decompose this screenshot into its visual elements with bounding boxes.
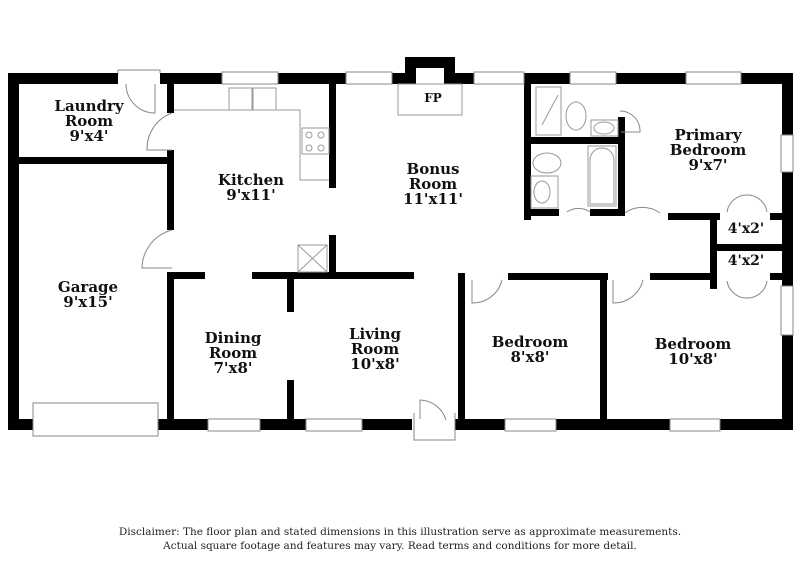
interior-walls	[8, 73, 793, 425]
room-label-kitchen: Kitchen 9'x11'	[218, 173, 284, 203]
room-label-primary-bedroom: Primary Bedroom 9'x7'	[670, 128, 747, 173]
room-name: Bedroom	[491, 333, 569, 351]
room-label-bonus: Bonus Room 11'x11'	[403, 162, 463, 207]
room-label-dining: Dining Room 7'x8'	[205, 331, 262, 376]
room-dimensions: 9'x7'	[688, 156, 728, 174]
room-name: Living	[348, 325, 402, 343]
room-name: Bedroom	[669, 141, 747, 159]
disclaimer-line-2: Actual square footage and features may v…	[163, 540, 637, 553]
room-name: Bonus	[406, 160, 460, 178]
closet-dimensions: 4'x2'	[727, 253, 765, 269]
fixtures	[174, 83, 619, 273]
room-label-living: Living Room 10'x8'	[349, 327, 401, 372]
room-name: Room	[350, 340, 400, 358]
doors	[117, 69, 768, 441]
room-dimensions: 7'x8'	[213, 359, 253, 377]
fireplace-label: FP	[424, 92, 442, 104]
room-dimensions: 10'x8'	[350, 355, 400, 373]
room-dimensions: 9'x4'	[69, 127, 109, 145]
room-dimensions: 11'x11'	[403, 190, 463, 208]
disclaimer-line-1: Disclaimer: The floor plan and stated di…	[118, 526, 682, 538]
exterior-walls	[8, 57, 793, 430]
windows	[32, 71, 794, 437]
room-dimensions: 8'x8'	[510, 348, 550, 366]
closet-label-1: 4'x2'	[728, 222, 764, 236]
room-dimensions: 9'x11'	[226, 186, 276, 204]
room-label-laundry: Laundry Room 9'x4'	[54, 99, 123, 144]
disclaimer: Disclaimer: The floor plan and stated di…	[0, 525, 800, 553]
closet-dimensions: 4'x2'	[727, 221, 765, 237]
room-dimensions: 9'x15'	[63, 293, 113, 311]
room-name: Laundry	[54, 97, 124, 115]
room-label-bedroom-3: Bedroom 10'x8'	[655, 337, 732, 367]
room-dimensions: 10'x8'	[668, 350, 718, 368]
room-name: Primary	[674, 126, 742, 144]
room-name: Bedroom	[654, 335, 732, 353]
room-label-bedroom-2: Bedroom 8'x8'	[492, 335, 569, 365]
room-name: Room	[208, 344, 258, 362]
fireplace-text: FP	[424, 91, 442, 105]
closet-label-2: 4'x2'	[728, 254, 764, 268]
room-name: Kitchen	[217, 171, 285, 189]
room-name: Room	[64, 112, 114, 130]
room-name: Garage	[57, 278, 119, 296]
room-label-garage: Garage 9'x15'	[58, 280, 118, 310]
room-name: Dining	[204, 329, 262, 347]
room-name: Room	[408, 175, 458, 193]
